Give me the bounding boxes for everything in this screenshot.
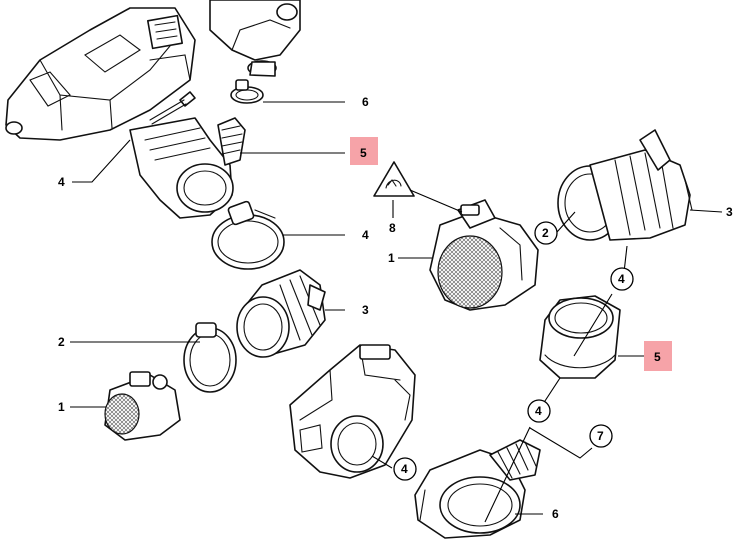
callout-bellows-adapter: 6 [552,507,559,521]
callout-label: 1 [58,400,65,414]
callout-seal-ring-lower: 4 [527,399,551,423]
callout-seal-ring-upper: 4 [610,267,634,291]
callout-boot-ring-right: 2 [534,221,558,245]
air-mass-meter-left [104,371,181,441]
callout-label: 6 [362,95,369,109]
callout-intake-boot-right: 3 [726,205,733,219]
callout-hose-clamp-upper: 6 [362,95,369,109]
highlight-box [350,137,378,165]
callout-label: 2 [58,335,65,349]
callout-label: 5 [360,146,367,160]
callout-label: 6 [552,507,559,521]
callout-label: 5 [654,350,661,364]
callout-label: 7 [597,429,604,443]
clamp-ring-left [183,322,237,393]
highlight-box [644,341,672,371]
air-filter-housing [5,7,196,141]
callout-boot-flange: 4 [58,175,65,189]
callout-seal-insert-highlighted: 5 [644,341,672,371]
callout-hose-connector: 7 [589,424,613,448]
callout-label: 4 [58,175,65,189]
callout-label: 3 [726,205,733,219]
hose-clamp-small [230,79,264,104]
callout-lower-clamp: 4 [362,228,369,242]
callout-connector: 3 [362,303,369,317]
seal-insert-right [539,295,621,379]
leader-lines [70,101,723,523]
callout-air-mass-meter-right: 1 [388,251,395,265]
hose-clamp-large [211,200,285,270]
callout-label: 2 [542,226,549,240]
callout-throttle-seal: 4 [393,457,417,481]
callout-warning-part: 8 [389,221,396,235]
rubber-connector [236,269,326,358]
callout-label: 4 [535,404,542,418]
callout-label: 4 [362,228,369,242]
callout-label: 8 [389,221,396,235]
callout-clamp-ring: 2 [58,335,65,349]
callout-intake-boot-highlighted: 5 [350,137,378,165]
callout-label: 3 [362,303,369,317]
caution-triangle-icon [373,161,415,197]
screw [149,91,196,125]
callout-label: 4 [401,462,408,476]
callout-label: 4 [618,272,625,286]
intake-boot-upper [129,117,246,219]
air-mass-meter-right [429,199,539,311]
intake-boot-right [589,129,693,241]
throttle-body [289,344,416,479]
callout-label: 1 [388,251,395,265]
bellows-adapter [414,439,541,539]
callout-air-mass-meter-left: 1 [58,400,65,414]
idle-valve-pipe [209,0,301,77]
